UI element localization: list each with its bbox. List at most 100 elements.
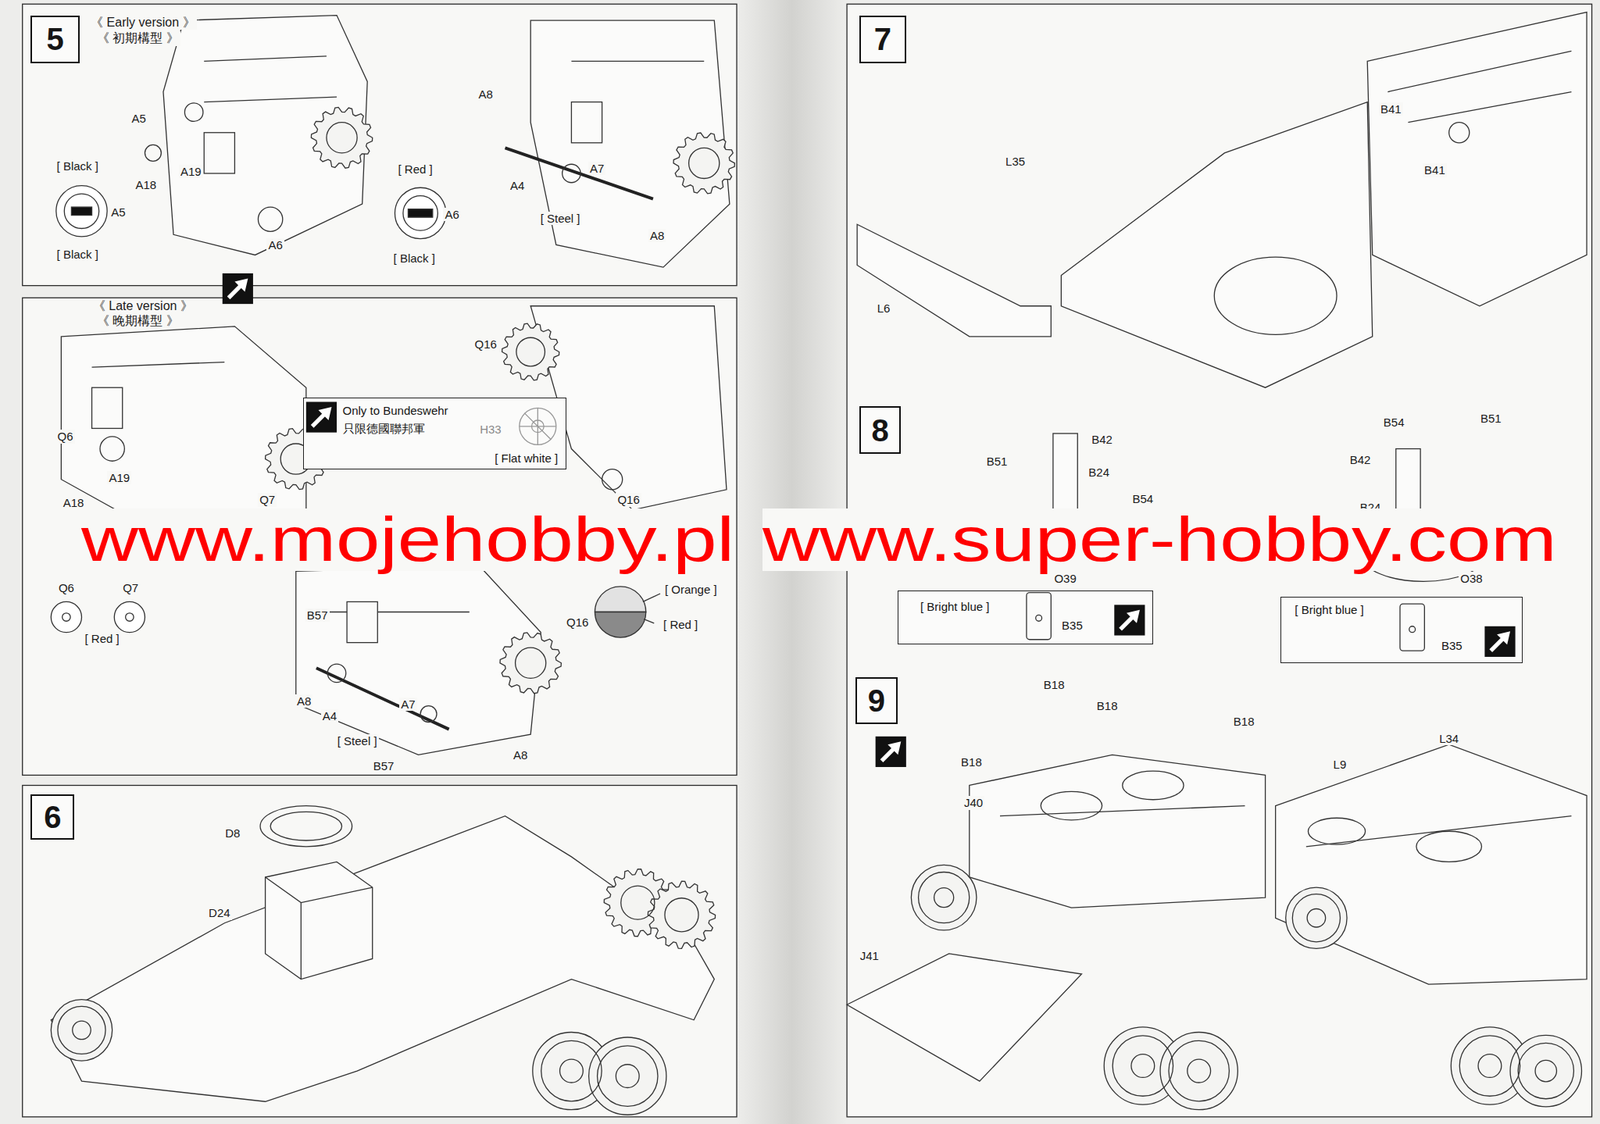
- hatch-ring: [1122, 771, 1184, 800]
- part-number: B57: [305, 608, 330, 622]
- color-note: [ Black ]: [55, 159, 100, 173]
- hull-detail: [571, 60, 704, 62]
- hull-detail: [92, 362, 225, 368]
- panel-frame: [22, 3, 737, 286]
- part-number: O38: [1458, 571, 1484, 586]
- hull-outline: [265, 861, 373, 979]
- small-part: [144, 144, 161, 161]
- road-wheel: [1307, 908, 1326, 928]
- small-part: [257, 207, 283, 232]
- road-wheel: [918, 872, 970, 924]
- step-number-text: 8: [871, 412, 889, 449]
- note-text: Only to Bundeswehr: [342, 403, 449, 418]
- small-part: [420, 706, 437, 723]
- part-number: A4: [321, 709, 339, 723]
- part-number: H33: [479, 422, 502, 436]
- small-part: [562, 164, 582, 183]
- part-drawing: [1035, 614, 1043, 622]
- color-note: [ Flat white ]: [494, 451, 558, 465]
- color-circle: [594, 611, 646, 638]
- panel-frames: [22, 3, 1593, 1118]
- part-number: A8: [511, 748, 529, 762]
- panel-frame: [22, 785, 737, 1117]
- part-number: A4: [508, 178, 526, 193]
- part-number: Q16: [564, 615, 590, 629]
- road-wheel: [1510, 1035, 1582, 1107]
- alternative-icon: [1496, 631, 1511, 645]
- road-wheel: [589, 1037, 667, 1115]
- hull-outline: [969, 754, 1266, 908]
- part-block: [203, 132, 235, 174]
- callout-backing: [303, 397, 567, 469]
- leader-line: [643, 619, 654, 624]
- sprocket: [647, 881, 715, 949]
- step-number: 9: [855, 677, 899, 725]
- color-circle: [50, 601, 82, 633]
- part-number: A8: [648, 228, 666, 243]
- sprocket: [673, 132, 735, 194]
- sprocket: [500, 632, 561, 694]
- version-heading: 《 Early version 》: [89, 15, 197, 30]
- part-number: Q7: [257, 492, 277, 507]
- step-number: 5: [30, 15, 80, 64]
- alternative-icon: [1484, 626, 1515, 658]
- hull-detail: [1306, 816, 1572, 847]
- step-number-text: 6: [43, 799, 61, 836]
- part-number: L34: [1437, 732, 1461, 746]
- part-number: B51: [1478, 411, 1504, 425]
- part-number: B41: [1422, 163, 1447, 177]
- small-part: [1449, 122, 1470, 143]
- hull-detail: [203, 56, 327, 62]
- sprocket: [502, 323, 560, 381]
- alternative-icon: [1484, 626, 1515, 658]
- alternative-icon: [222, 273, 254, 304]
- sprocket-hub: [689, 147, 720, 179]
- road-wheel: [597, 1046, 658, 1107]
- part-number: L9: [1332, 757, 1349, 772]
- step-number-text: 7: [874, 21, 892, 58]
- road-wheel: [1168, 1040, 1229, 1101]
- part-number: B42: [1348, 453, 1373, 467]
- alternative-icon: [1126, 610, 1140, 624]
- color-note: [ Red ]: [661, 617, 700, 632]
- step-number: 6: [30, 794, 75, 840]
- part-number: A8: [477, 87, 495, 101]
- road-wheel: [1285, 887, 1347, 949]
- part-number: O39: [1052, 571, 1078, 586]
- part-number: A19: [107, 471, 132, 485]
- hull-detail: [300, 903, 302, 980]
- road-wheel: [1517, 1042, 1574, 1099]
- color-circle: [125, 613, 134, 622]
- color-circle: [71, 207, 92, 215]
- part-number: A19: [178, 164, 204, 179]
- part-number: A18: [133, 178, 158, 192]
- hull-outline: [1367, 12, 1587, 307]
- small-part: [100, 436, 125, 461]
- sprocket-hub: [664, 898, 699, 933]
- road-wheel: [72, 1021, 92, 1040]
- part-number: A5: [109, 205, 127, 219]
- part-number: Q6: [57, 581, 76, 595]
- tank-drawings: [50, 12, 1587, 1116]
- callout-backing: [1280, 596, 1523, 664]
- part-block: [92, 387, 123, 429]
- part-drawing: [1400, 603, 1425, 651]
- sprocket-hub: [516, 337, 546, 367]
- part-number: L6: [875, 301, 893, 315]
- hull-outline: [846, 953, 1082, 1082]
- step-number: 7: [859, 15, 907, 64]
- hatch-ring: [1214, 257, 1337, 335]
- part-number: B42: [1089, 432, 1115, 447]
- road-wheel: [1112, 1035, 1173, 1097]
- step-number-text: 5: [46, 21, 64, 58]
- alternative-icon: [875, 736, 907, 768]
- hull-detail: [1000, 806, 1245, 817]
- color-note: [ Black ]: [55, 247, 100, 261]
- part-number: A6: [442, 207, 461, 222]
- color-callout: [ Bright blue ]B35: [1280, 596, 1523, 664]
- alternative-icon: [306, 401, 337, 433]
- part-number: Q16: [473, 337, 499, 351]
- part-number: A8: [295, 694, 313, 708]
- hull-outline: [1060, 102, 1372, 389]
